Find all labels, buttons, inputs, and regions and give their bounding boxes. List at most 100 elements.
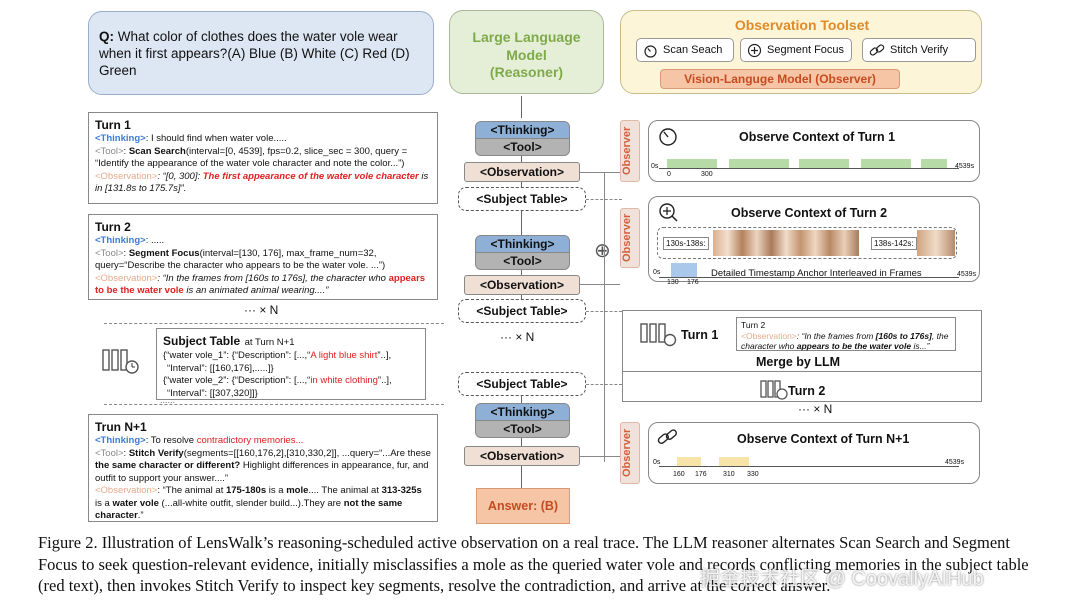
- llm-line2: Model: [506, 46, 547, 63]
- t1-tick-0: 0: [667, 171, 671, 178]
- vlm-observer-bar: Vision-Languge Model (Observer): [660, 69, 900, 89]
- t1-seg-4: [861, 159, 911, 168]
- observe-turn2-card: Observe Context of Turn 2 130s-138s: 138…: [648, 196, 980, 286]
- tn-axis: [659, 466, 959, 467]
- turn-n1-box: Trun N+1 <Thinking>: To resolve contradi…: [88, 414, 438, 522]
- turn2-obs-red: appears to be the water vole: [95, 272, 426, 297]
- t1-seg-1: [667, 159, 717, 168]
- stitch-verify-tool: Stitch Verify: [862, 38, 976, 62]
- t2-end: 4539s: [957, 271, 977, 278]
- subject-table-dots: ......: [160, 395, 176, 405]
- stopwatch-icon: [644, 44, 657, 58]
- t1-start: 0s: [651, 163, 659, 170]
- subject-table-box: Subject Table at Turn N+1 {“water vole_1…: [156, 328, 426, 400]
- merge-note: Turn 2 <Observation>: “In the frames fro…: [736, 317, 956, 351]
- turn1-thinking-tag: <Thinking>: [95, 133, 146, 144]
- turn2-obs-pre: : “In the frames from [160s to 176s], th…: [157, 272, 389, 284]
- tn-end: 4539s: [945, 459, 965, 466]
- frames-group-2: [917, 230, 955, 256]
- left-times-n: ··· × N: [244, 303, 279, 317]
- turn-n1-obs-5: (...all-white outfit, slender build...).…: [158, 497, 344, 509]
- tn-seg-1: [677, 457, 701, 466]
- conn-dash-2: [586, 311, 622, 312]
- zoom-in-icon: [747, 43, 762, 57]
- merge-label: Merge by LLM: [752, 355, 845, 369]
- figure-caption: Figure 2. Illustration of LensWalk’s rea…: [38, 533, 1029, 595]
- center-tool-2: <Tool>: [475, 252, 570, 270]
- turn-n1-obs-3: .... The animal at: [308, 485, 382, 496]
- merge-note-1: : “In the frames from: [796, 330, 876, 341]
- link-icon: [869, 43, 885, 56]
- answer-box: Answer: (B): [476, 488, 570, 524]
- st-r1a: {“water vole_1”: {“Description”: [...,“: [163, 350, 311, 361]
- t1-tick-300: 300: [701, 171, 713, 178]
- subject-separator-bottom: [104, 404, 444, 405]
- conn-dash-1: [586, 199, 622, 200]
- st-r1b: ”..],: [377, 350, 392, 361]
- turn-n1-thinking-red: contradictory memories...: [196, 435, 304, 446]
- center-tool-1: <Tool>: [475, 138, 570, 156]
- center-observation-3: <Observation>: [464, 446, 580, 466]
- tn-seg-2: [719, 457, 749, 466]
- turn-n1-title: Trun N+1: [95, 420, 147, 434]
- turn2-obs-tag: <Observation>: [95, 272, 158, 284]
- turn-n1-obs-6: .”: [137, 510, 144, 521]
- merge-note-3: is...”: [911, 341, 930, 351]
- merge-times-n: ··· × N: [798, 402, 833, 416]
- center-subject-table-2: <Subject Table>: [458, 299, 586, 323]
- arrow-c3: [521, 211, 522, 235]
- turn-n1-obs-2: is a: [266, 485, 287, 496]
- connector-vertical: [604, 172, 605, 462]
- center-thinking-3: <Thinking>: [475, 403, 570, 421]
- turn2-thinking: : .....: [145, 235, 165, 246]
- turn-n1-obs-4: is a: [95, 497, 113, 509]
- llm-line3: (Reasoner): [489, 64, 564, 80]
- turn1-tool-args: (interval=[0, 4539], fps=0.2, slice_sec …: [95, 145, 408, 170]
- turn-n1-tool-bold: the same character or different?: [95, 460, 241, 471]
- turn1-obs-red: The first appearance of the water vole c…: [202, 170, 419, 182]
- turn2-obs-post: is an animated animal wearing....”: [183, 285, 329, 296]
- clip2-label: 138s-142s:: [871, 237, 917, 250]
- turn-n1-obs-b5: not the same character: [95, 497, 403, 522]
- turn-n1-thinking-tag: <Thinking>: [95, 435, 146, 446]
- t2-highlight: [671, 263, 697, 277]
- merge-note-title: Turn 2: [741, 320, 766, 330]
- st-r1c: “Interval”: [[160,176],.....]}: [167, 362, 274, 374]
- turn1-thinking: : I should find when water vole.....: [145, 133, 287, 144]
- scan-search-tool: Scan Seach: [636, 38, 734, 62]
- center-subject-table-3: <Subject Table>: [458, 372, 586, 396]
- stopwatch-icon: [659, 128, 677, 146]
- llm-box: Large Language Model (Reasoner): [449, 10, 604, 94]
- frames-group-1: [713, 230, 859, 256]
- tn-tick-310: 310: [723, 471, 735, 478]
- segment-focus-tool: Segment Focus: [740, 38, 852, 62]
- merge-note-tag: <Observation>: [741, 330, 797, 341]
- center-times-n: ··· × N: [500, 330, 535, 344]
- arrow-c4: [521, 270, 522, 275]
- st-r1-red: A light blue shirt: [310, 350, 378, 361]
- watermark: 掘金技术社区 @ CoovallyAIHub: [700, 568, 984, 590]
- observe-turn2-title: Observe Context of Turn 2: [731, 206, 888, 220]
- turn-n1-obs-tag: <Observation>: [95, 485, 158, 496]
- merge-area: [622, 310, 982, 402]
- table-history-icon: [102, 349, 139, 374]
- t1-seg-5: [921, 159, 947, 168]
- table-history-icon-2: [640, 323, 677, 347]
- subject-table-title: Subject Table: [163, 334, 241, 348]
- turn1-box: Turn 1 <Thinking>: I should find when wa…: [88, 112, 438, 204]
- st-r2a: {“water vole_2”: {“Description”: [...,“: [163, 375, 311, 386]
- arrow-c7: [521, 438, 522, 446]
- turn2-box: Turn 2 <Thinking>: ..... <Tool>: Segment…: [88, 214, 438, 300]
- t2-axis: [659, 277, 959, 278]
- turn-n1-tool-tag: <Tool>: [95, 447, 124, 459]
- turn-n1-obs-b1: 175-180s: [225, 485, 267, 496]
- turn-n1-thinking: : To resolve: [145, 435, 197, 446]
- center-observation-2: <Observation>: [464, 275, 580, 295]
- conn-2: [580, 284, 620, 285]
- tn-tick-176: 176: [695, 471, 707, 478]
- turn-n1-obs-b3: 313-325s: [381, 485, 422, 496]
- observe-turn-n1-title: Observe Context of Turn N+1: [737, 432, 910, 446]
- arrow-c6: [521, 396, 522, 403]
- observer-label-1: Observer: [620, 120, 640, 182]
- arrow-c5: [521, 295, 522, 299]
